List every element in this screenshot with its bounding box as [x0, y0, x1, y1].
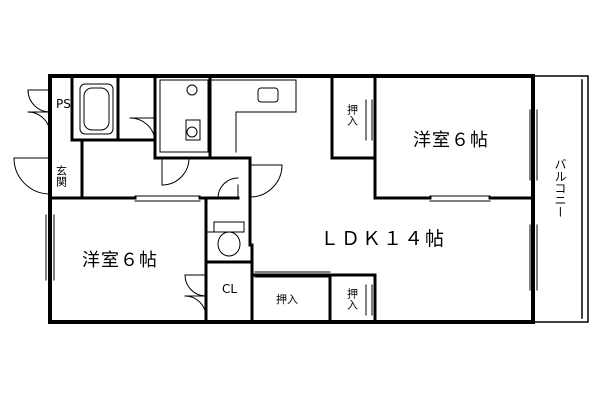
balcony-label: バルコニー [553, 158, 567, 218]
ps-label: PS [56, 97, 71, 111]
closet-bottom-mid-label: 押入 [276, 292, 298, 306]
closet-top-label: 押入 [346, 103, 359, 126]
balcony-outline [532, 75, 589, 323]
western-room-right-label: 洋室６帖 [413, 130, 489, 151]
closet-bottom-right-label: 押入 [346, 287, 359, 310]
cl-label: CL [222, 282, 237, 296]
door-swings [13, 89, 283, 318]
toilet [213, 221, 245, 257]
interior-walls [48, 74, 535, 324]
entrance-label: 玄関 [55, 164, 68, 187]
ldk-label: ＬＤＫ１４帖 [320, 228, 446, 250]
bathtub [79, 83, 114, 135]
western-room-left-label: 洋室６帖 [82, 250, 158, 271]
window-lines [45, 75, 538, 316]
kitchen-fixtures [159, 79, 297, 153]
